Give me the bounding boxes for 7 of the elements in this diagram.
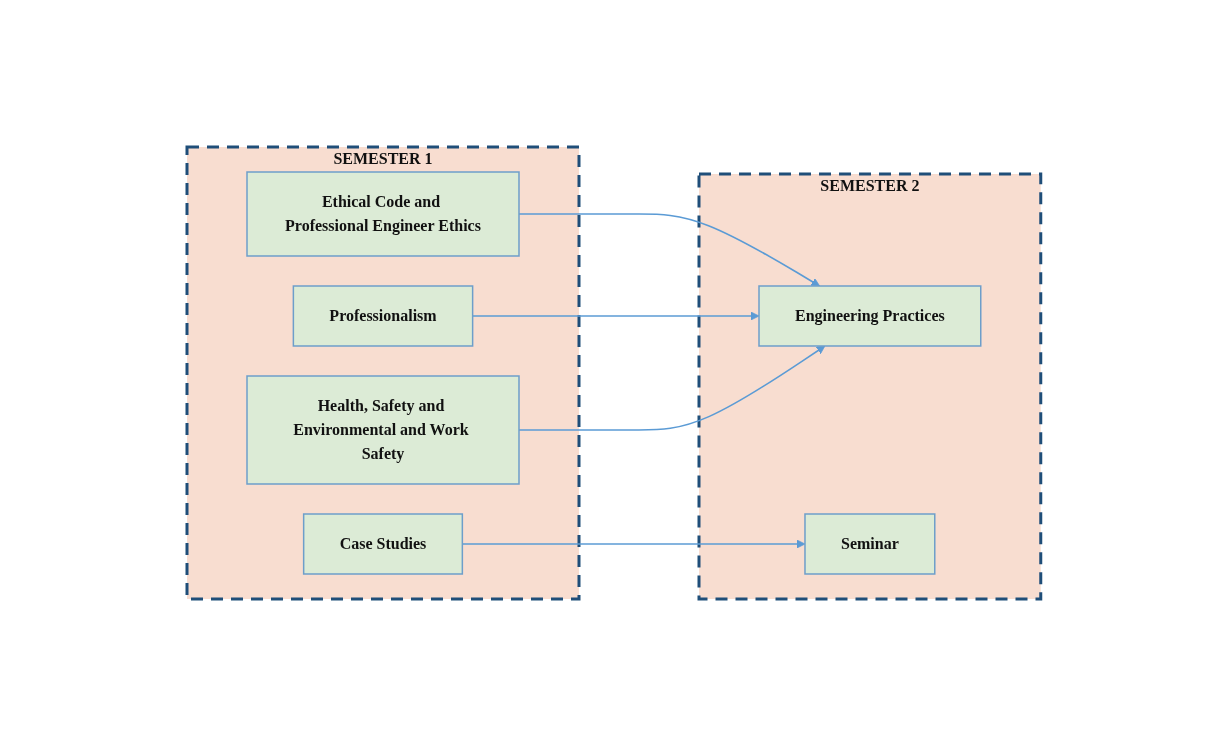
node-box: Engineering Practices — [757, 285, 982, 347]
node-box: Case Studies — [302, 513, 463, 575]
node-box: Seminar — [803, 513, 936, 575]
arrow — [461, 539, 805, 549]
node-box: Professionalism — [292, 285, 473, 347]
node-box: Ethical Code and Professional Engineer Ethics — [245, 171, 520, 257]
node-box: Health, Safety and Environmental and Work Safety — [245, 375, 520, 485]
